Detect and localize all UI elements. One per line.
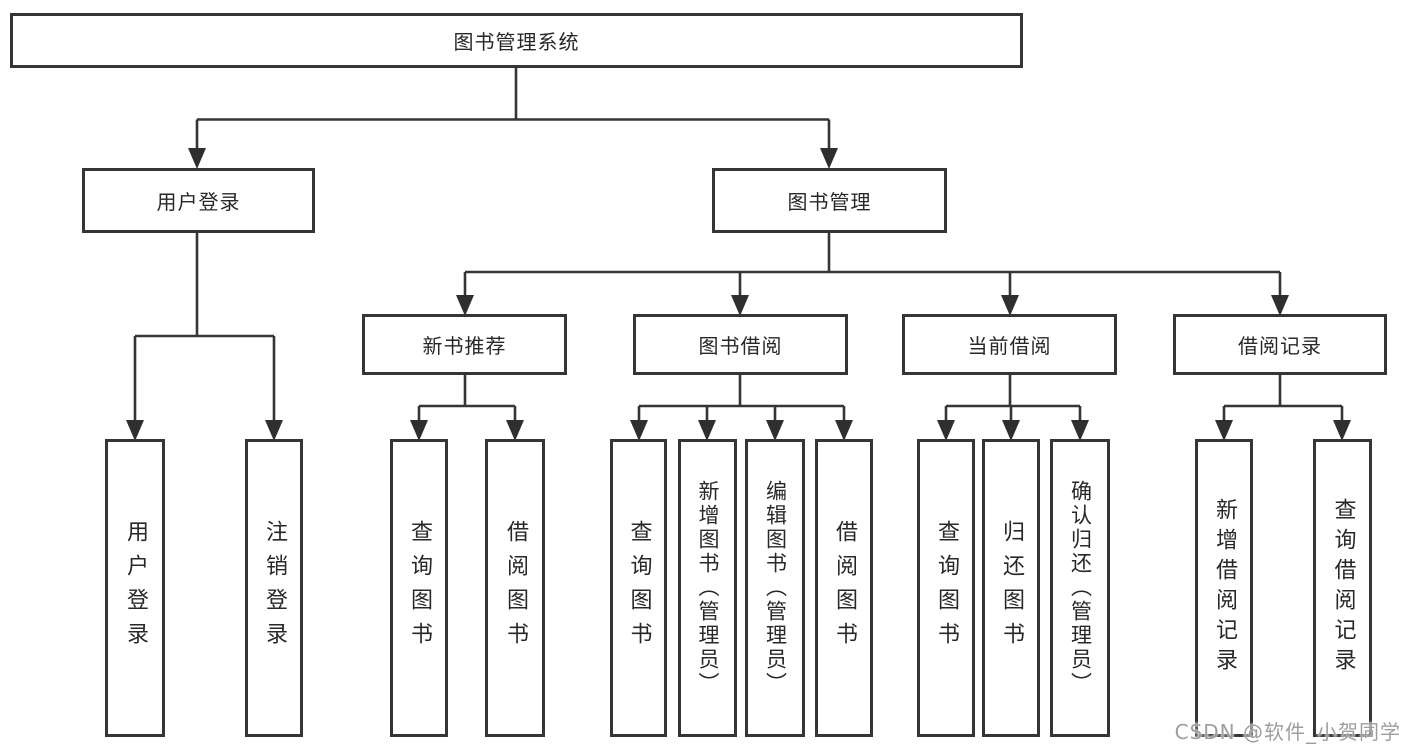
leaf-add-book-admin: 新增图书（管理员）	[678, 439, 737, 737]
node-user-login: 用户登录	[82, 168, 315, 233]
leaf-add-borrow-record: 新增借阅记录	[1195, 439, 1253, 737]
leaf-confirm-return-admin: 确认归还（管理员）	[1050, 439, 1110, 737]
leaf-query-books-recommend: 查询图书	[390, 439, 448, 737]
leaf-borrow-books-borrowing: 借阅图书	[815, 439, 873, 737]
node-borrowing-records: 借阅记录	[1173, 314, 1387, 375]
leaf-query-borrow-record: 查询借阅记录	[1313, 439, 1372, 737]
node-root: 图书管理系统	[10, 13, 1023, 68]
node-new-book-recommend: 新书推荐	[362, 314, 567, 375]
node-book-management: 图书管理	[712, 168, 947, 233]
csdn-watermark: CSDN @软件_小贺同学	[1174, 720, 1401, 744]
leaf-user-login: 用户登录	[105, 439, 165, 737]
leaf-logout: 注销登录	[245, 439, 303, 737]
leaf-borrow-books-recommend: 借阅图书	[485, 439, 545, 737]
leaf-return-books: 归还图书	[982, 439, 1040, 737]
leaf-edit-book-admin: 编辑图书（管理员）	[745, 439, 805, 737]
node-book-borrowing: 图书借阅	[633, 314, 848, 375]
leaf-query-books-current: 查询图书	[917, 439, 975, 737]
node-current-borrowing: 当前借阅	[902, 314, 1117, 375]
leaf-query-books-borrowing: 查询图书	[610, 439, 667, 737]
